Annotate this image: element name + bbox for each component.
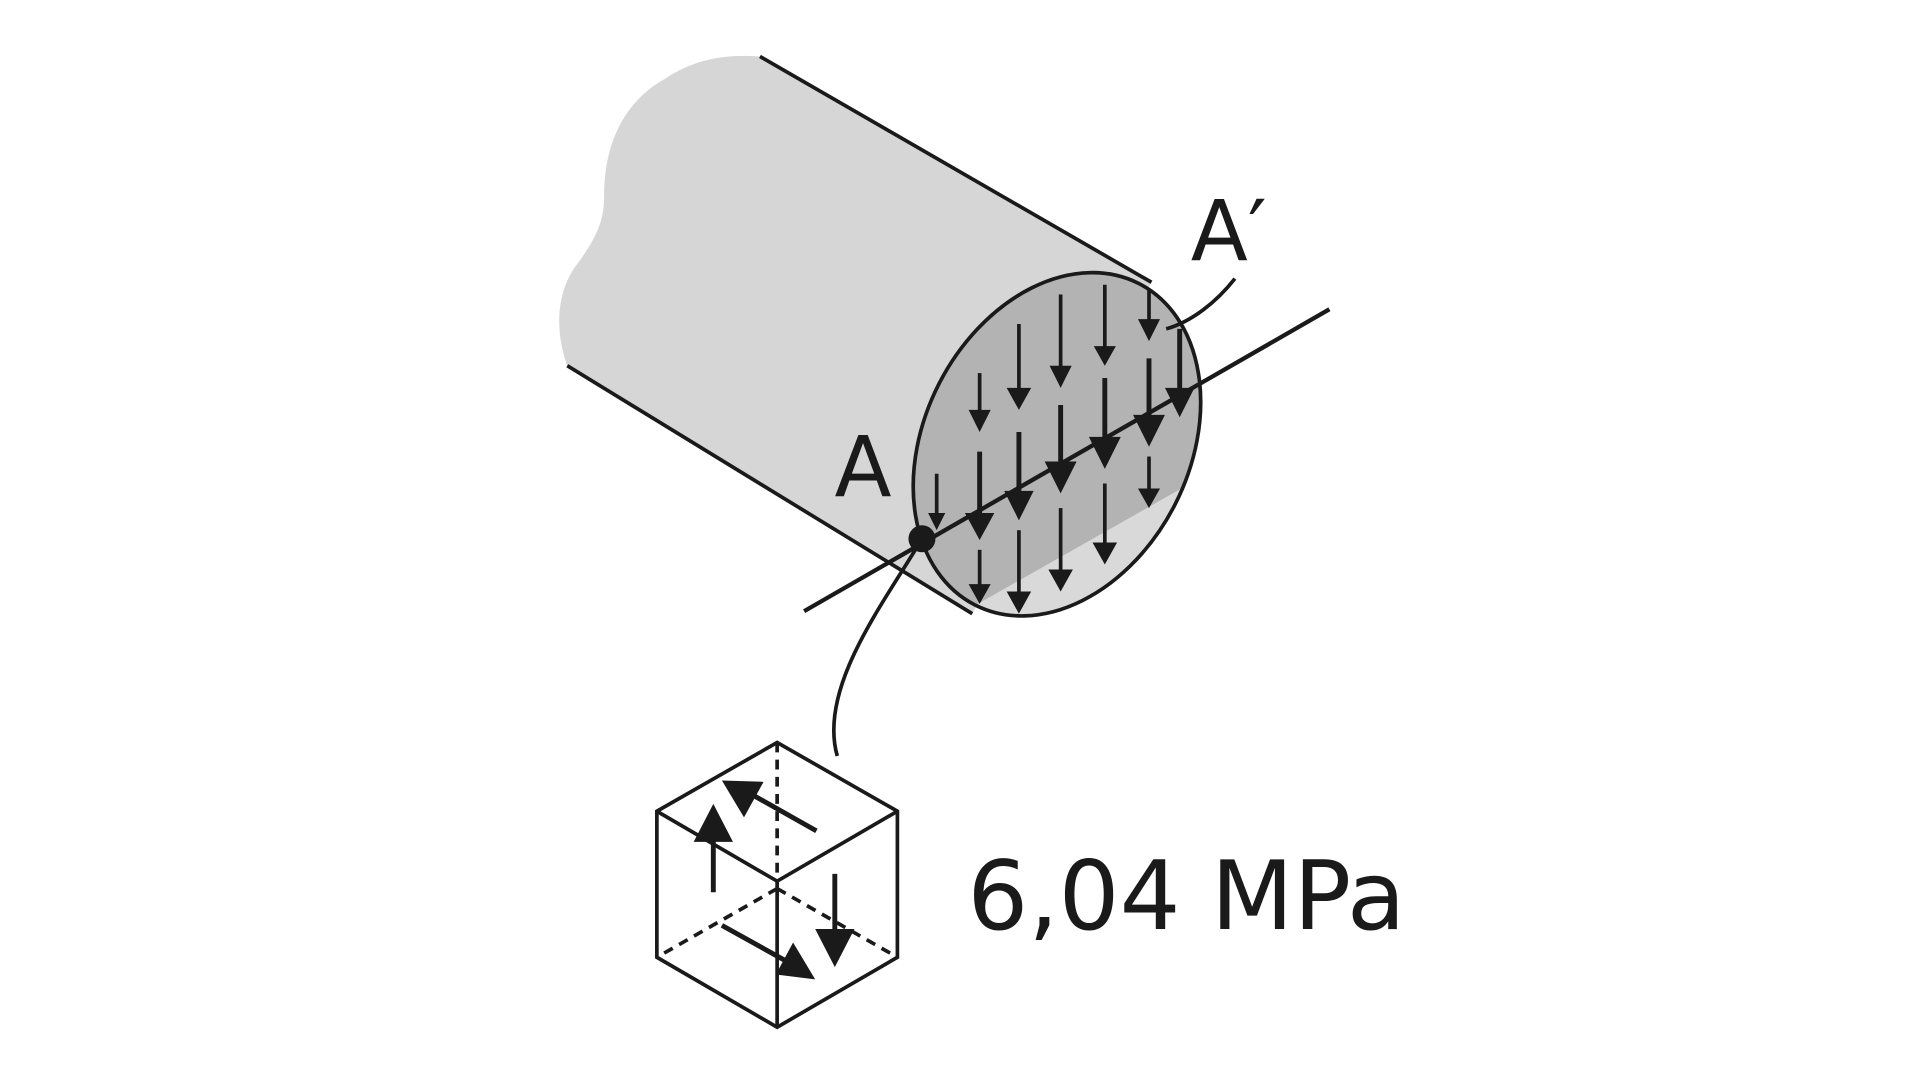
shear-stress-arrow-10 (1048, 508, 1073, 592)
cross-section-outline (911, 270, 1203, 618)
cube-arrow-top-left (721, 780, 818, 834)
shear-stress-arrow-11 (1093, 284, 1116, 366)
shear-stress-arrow-5 (1006, 324, 1032, 410)
shear-stress-arrow-1 (928, 473, 946, 531)
shear-stress-arrow-7 (1006, 530, 1032, 614)
diameter-line-a-a-prime (803, 307, 1331, 614)
point-a-marker (908, 525, 936, 553)
shear-stress-arrows (928, 284, 1195, 614)
label-a-prime: A′ (1191, 183, 1267, 280)
stress-element-arrows (693, 780, 855, 980)
stress-element-cube (655, 740, 900, 1030)
cylinder-bottom-edge (566, 364, 974, 616)
shear-stress-arrow-16 (1137, 456, 1161, 509)
a-prime-leader-line (1165, 277, 1237, 331)
cube-arrow-bottom-right (720, 923, 816, 980)
shear-stress-arrow-14 (1137, 289, 1161, 342)
shear-stress-arrow-15 (1133, 358, 1165, 447)
shear-stress-arrow-4 (968, 549, 991, 604)
shear-stress-arrow-13 (1092, 483, 1118, 565)
label-a: A (835, 419, 892, 516)
shear-stress-arrow-6 (1004, 432, 1034, 521)
cube-hidden-edge-left (655, 886, 779, 959)
shear-stress-arrow-12 (1088, 378, 1121, 469)
shear-stress-arrow-17 (1164, 328, 1195, 418)
shear-stress-arrow-8 (1049, 294, 1072, 388)
shear-stress-arrow-3 (964, 451, 995, 540)
cylinder-top-edge (759, 54, 1153, 284)
cube-arrow-left-up (693, 803, 733, 893)
shear-stress-arrow-2 (968, 373, 991, 432)
shear-stress-arrow-9 (1044, 405, 1077, 494)
cube-arrow-right-down (815, 873, 855, 968)
stress-element-leader-line (831, 537, 924, 757)
shear-stress-value: 6,04 MPa (967, 840, 1405, 952)
